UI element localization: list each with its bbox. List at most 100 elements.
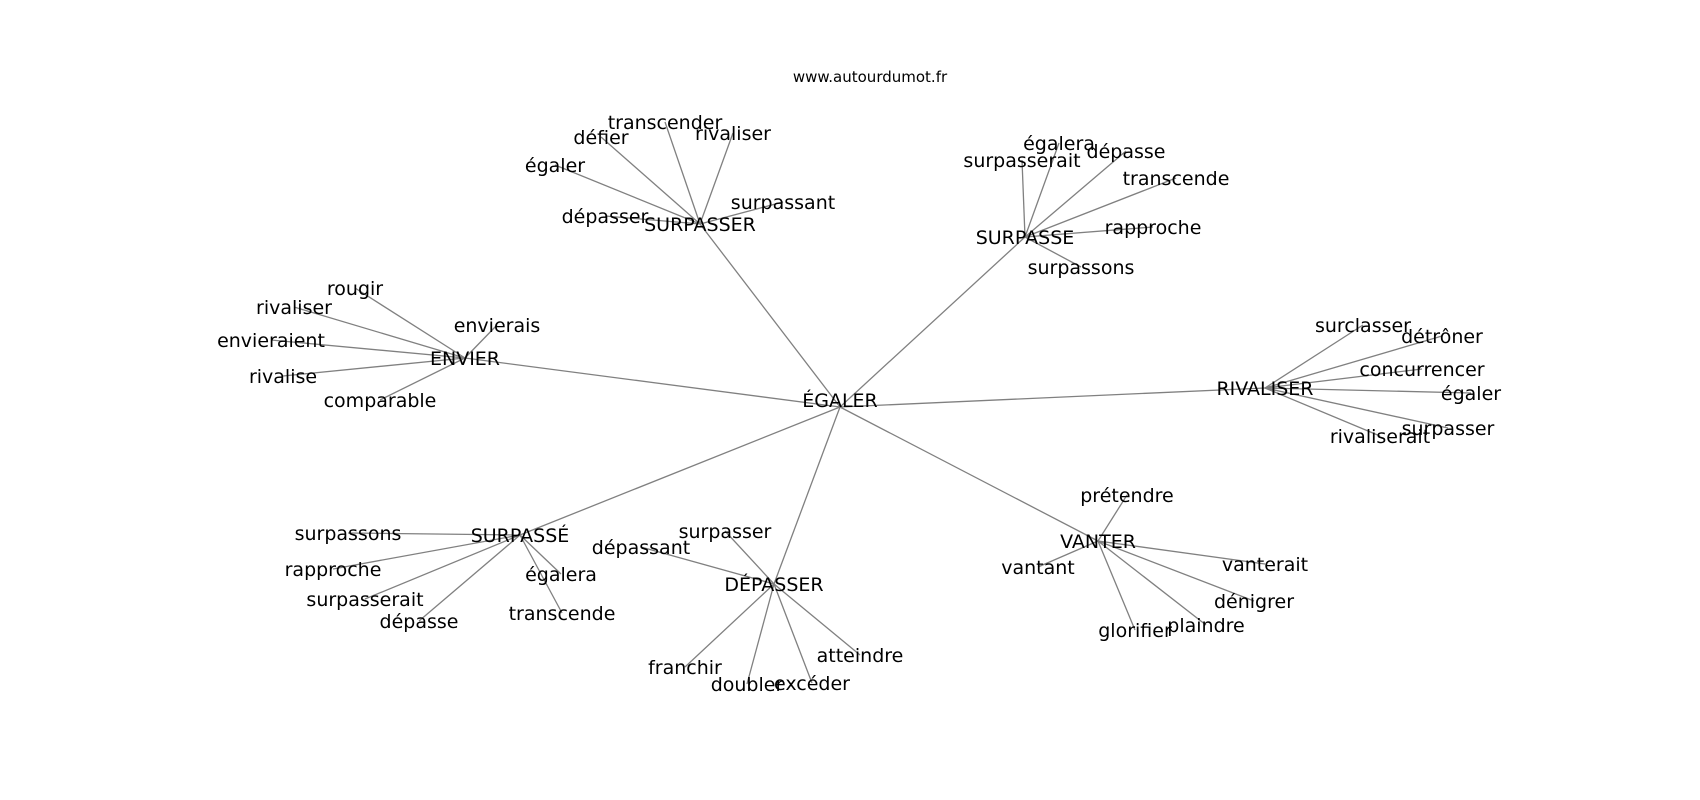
edge-depasser-1 xyxy=(640,546,775,585)
edge-depasser-5 xyxy=(773,583,813,684)
hub-word[interactable]: SURPASSE xyxy=(976,227,1075,249)
edge-root-depasser xyxy=(773,406,841,585)
edge-depasser-2 xyxy=(773,583,861,656)
edge-root-surpasse xyxy=(839,236,1026,408)
edge-rivaliser-3 xyxy=(1264,387,1472,394)
edge-vanter-1 xyxy=(1037,540,1099,568)
word-label[interactable]: transcende xyxy=(509,603,616,625)
edge-surpasse-0 xyxy=(1024,142,1060,238)
word-label[interactable]: rapproche xyxy=(285,559,382,581)
edge-depasser-0 xyxy=(724,530,775,585)
edge-surpasser-4 xyxy=(699,201,784,225)
edge-surpasse-acc-0 xyxy=(347,532,521,536)
edge-surpasse-acc-2 xyxy=(519,534,562,575)
edge-root-rivaliser xyxy=(839,387,1266,408)
edge-depasser-4 xyxy=(746,583,775,685)
edge-envier-1 xyxy=(293,306,466,359)
word-label[interactable]: égalera xyxy=(1023,133,1095,155)
word-label[interactable]: rivaliser xyxy=(256,297,332,319)
edge-envier-2 xyxy=(464,324,498,359)
word-label[interactable]: rivalise xyxy=(249,366,317,388)
edge-surpasser-5 xyxy=(604,215,701,225)
edge-vanter-0 xyxy=(1097,494,1128,542)
edge-surpasse-5 xyxy=(1024,236,1082,268)
word-label[interactable]: rivaliserait xyxy=(1330,426,1430,448)
edge-envier-4 xyxy=(282,357,466,377)
word-label[interactable]: vantant xyxy=(1001,557,1075,579)
word-label[interactable]: transcender xyxy=(608,112,723,134)
root-word[interactable]: ÉGALER xyxy=(802,389,878,412)
word-label[interactable]: vanterait xyxy=(1222,554,1308,576)
edge-root-surpasser xyxy=(699,223,841,408)
word-label[interactable]: surpasser xyxy=(1402,418,1495,440)
word-label[interactable]: surpassant xyxy=(731,192,835,214)
edge-surpasse-4 xyxy=(1024,226,1154,238)
word-label[interactable]: rougir xyxy=(327,278,383,300)
word-label[interactable]: surpassons xyxy=(295,523,402,545)
word-label[interactable]: surpasserait xyxy=(963,150,1080,172)
word-label[interactable]: surpasser xyxy=(679,521,772,543)
word-label[interactable]: concurrencer xyxy=(1359,359,1484,381)
site-credit: www.autourdumot.fr xyxy=(793,68,948,86)
word-label[interactable]: envierais xyxy=(454,315,541,337)
hub-word[interactable]: VANTER xyxy=(1060,531,1136,553)
hub-word[interactable]: SURPASSER xyxy=(644,214,756,236)
hub-word[interactable]: DÉPASSER xyxy=(724,573,823,596)
edge-surpasse-acc-5 xyxy=(519,534,563,614)
edge-root-envier xyxy=(464,357,841,408)
word-label[interactable]: rapproche xyxy=(1105,217,1202,239)
labels-layer: transcenderrivaliserdéfierégalersurpassa… xyxy=(217,112,1501,696)
word-label[interactable]: égaler xyxy=(1441,383,1501,405)
edges-layer xyxy=(270,121,1472,685)
word-label[interactable]: prétendre xyxy=(1080,485,1173,507)
edge-root-surpasse-acc xyxy=(519,406,841,536)
edge-vanter-5 xyxy=(1097,540,1136,631)
edge-rivaliser-1 xyxy=(1264,335,1443,389)
word-label[interactable]: doubler xyxy=(711,674,784,696)
word-label[interactable]: envieraient xyxy=(217,330,325,352)
edge-rivaliser-5 xyxy=(1264,387,1381,437)
word-label[interactable]: excéder xyxy=(774,673,850,695)
word-label[interactable]: glorifier xyxy=(1098,620,1172,642)
edge-envier-5 xyxy=(379,357,466,401)
edge-surpasse-acc-1 xyxy=(332,534,521,570)
word-label[interactable]: égalera xyxy=(525,564,597,586)
word-label[interactable]: dépasse xyxy=(380,611,459,633)
word-label[interactable]: dépassant xyxy=(592,537,690,559)
word-label[interactable]: atteindre xyxy=(817,645,904,667)
edge-vanter-4 xyxy=(1097,540,1207,626)
hub-word[interactable]: SURPASSÉ xyxy=(471,524,570,547)
word-label[interactable]: rivaliser xyxy=(695,123,771,145)
word-label[interactable]: dépasse xyxy=(1087,141,1166,163)
edge-envier-0 xyxy=(354,287,466,359)
edge-rivaliser-0 xyxy=(1264,324,1364,389)
word-label[interactable]: détrôner xyxy=(1401,326,1483,348)
edge-vanter-3 xyxy=(1097,540,1255,602)
edge-surpasser-0 xyxy=(664,121,701,225)
edge-root-vanter xyxy=(839,406,1099,542)
hub-word[interactable]: ENVIER xyxy=(430,348,500,370)
edge-surpasse-1 xyxy=(1024,150,1127,238)
edge-surpasse-3 xyxy=(1024,177,1177,238)
word-label[interactable]: franchir xyxy=(648,657,722,679)
edge-surpasser-2 xyxy=(600,136,701,225)
word-label[interactable]: comparable xyxy=(324,390,437,412)
word-label[interactable]: surpassons xyxy=(1028,257,1135,279)
word-label[interactable]: égaler xyxy=(525,155,585,177)
word-label[interactable]: dénigrer xyxy=(1214,591,1294,613)
edge-surpasse-acc-3 xyxy=(364,534,521,600)
word-label[interactable]: transcende xyxy=(1123,168,1230,190)
word-label[interactable]: dépasser xyxy=(562,206,649,228)
edge-depasser-3 xyxy=(684,583,775,668)
word-label[interactable]: plaindre xyxy=(1167,615,1244,637)
edge-envier-3 xyxy=(270,339,466,359)
word-label[interactable]: surclasser xyxy=(1315,315,1411,337)
word-label[interactable]: surpasserait xyxy=(306,589,423,611)
edge-rivaliser-2 xyxy=(1264,368,1423,389)
hub-word[interactable]: RIVALISER xyxy=(1216,378,1313,400)
edge-rivaliser-4 xyxy=(1264,387,1449,429)
word-label[interactable]: défier xyxy=(573,127,628,149)
edge-surpasse-acc-4 xyxy=(418,534,521,622)
